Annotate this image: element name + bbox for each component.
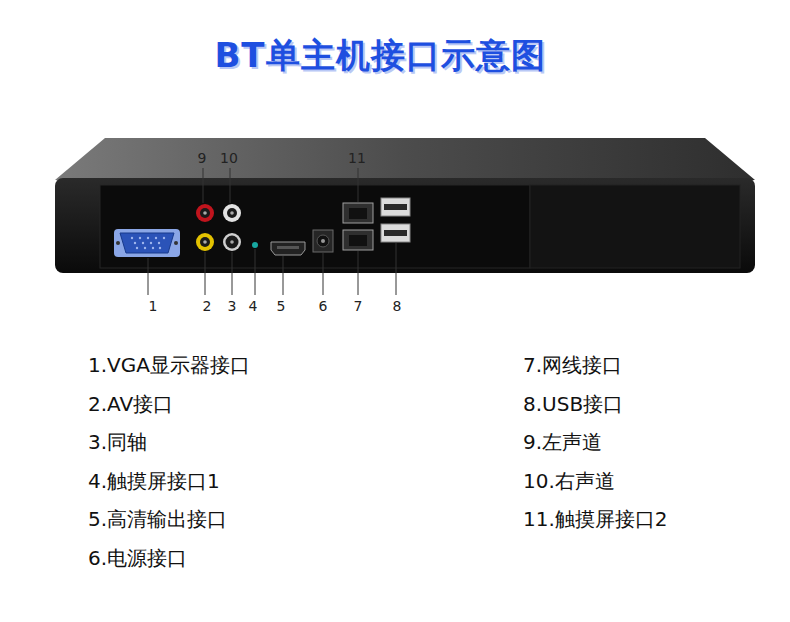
- callout-number: 6: [319, 298, 328, 314]
- port-description: 9.左声道: [523, 429, 602, 456]
- leader-lines: [148, 168, 396, 295]
- callout-number: 5: [277, 298, 286, 314]
- port-description: 11.触摸屏接口2: [523, 506, 668, 533]
- case-front: [55, 178, 755, 273]
- callout-number: 2: [203, 298, 212, 314]
- port-description: 5.高清输出接口: [88, 506, 227, 533]
- rj45-port: [343, 203, 373, 250]
- hdmi-port: [271, 242, 305, 255]
- power-port: [313, 230, 333, 252]
- port-description: 4.触摸屏接口1: [88, 468, 220, 495]
- vga-port: [114, 229, 180, 257]
- usb-port: [381, 198, 410, 242]
- callout-number: 3: [228, 298, 237, 314]
- callout-number: 10: [220, 150, 238, 166]
- callout-number: 4: [249, 298, 258, 314]
- port-panel: [100, 185, 530, 268]
- port-description: 6.电源接口: [88, 545, 187, 572]
- port-description: 10.右声道: [523, 468, 615, 495]
- callout-number: 7: [354, 298, 363, 314]
- port-description: 7.网线接口: [523, 352, 622, 379]
- rca-right: [223, 204, 241, 222]
- port-description: 8.USB接口: [523, 391, 623, 418]
- rca-left: [196, 204, 214, 222]
- rca-coax: [223, 233, 241, 251]
- port-description: 3.同轴: [88, 429, 147, 456]
- port-description: 2.AV接口: [88, 391, 173, 418]
- callout-number: 9: [198, 150, 207, 166]
- blank-panel: [530, 185, 740, 268]
- diagram-title: BT单主机接口示意图: [214, 33, 545, 79]
- callout-number: 11: [348, 150, 366, 166]
- rca-av: [196, 233, 214, 251]
- touch-port: [252, 242, 258, 248]
- case-top: [55, 138, 755, 180]
- callout-number: 1: [149, 298, 158, 314]
- callout-number: 8: [393, 298, 402, 314]
- port-description: 1.VGA显示器接口: [88, 352, 250, 379]
